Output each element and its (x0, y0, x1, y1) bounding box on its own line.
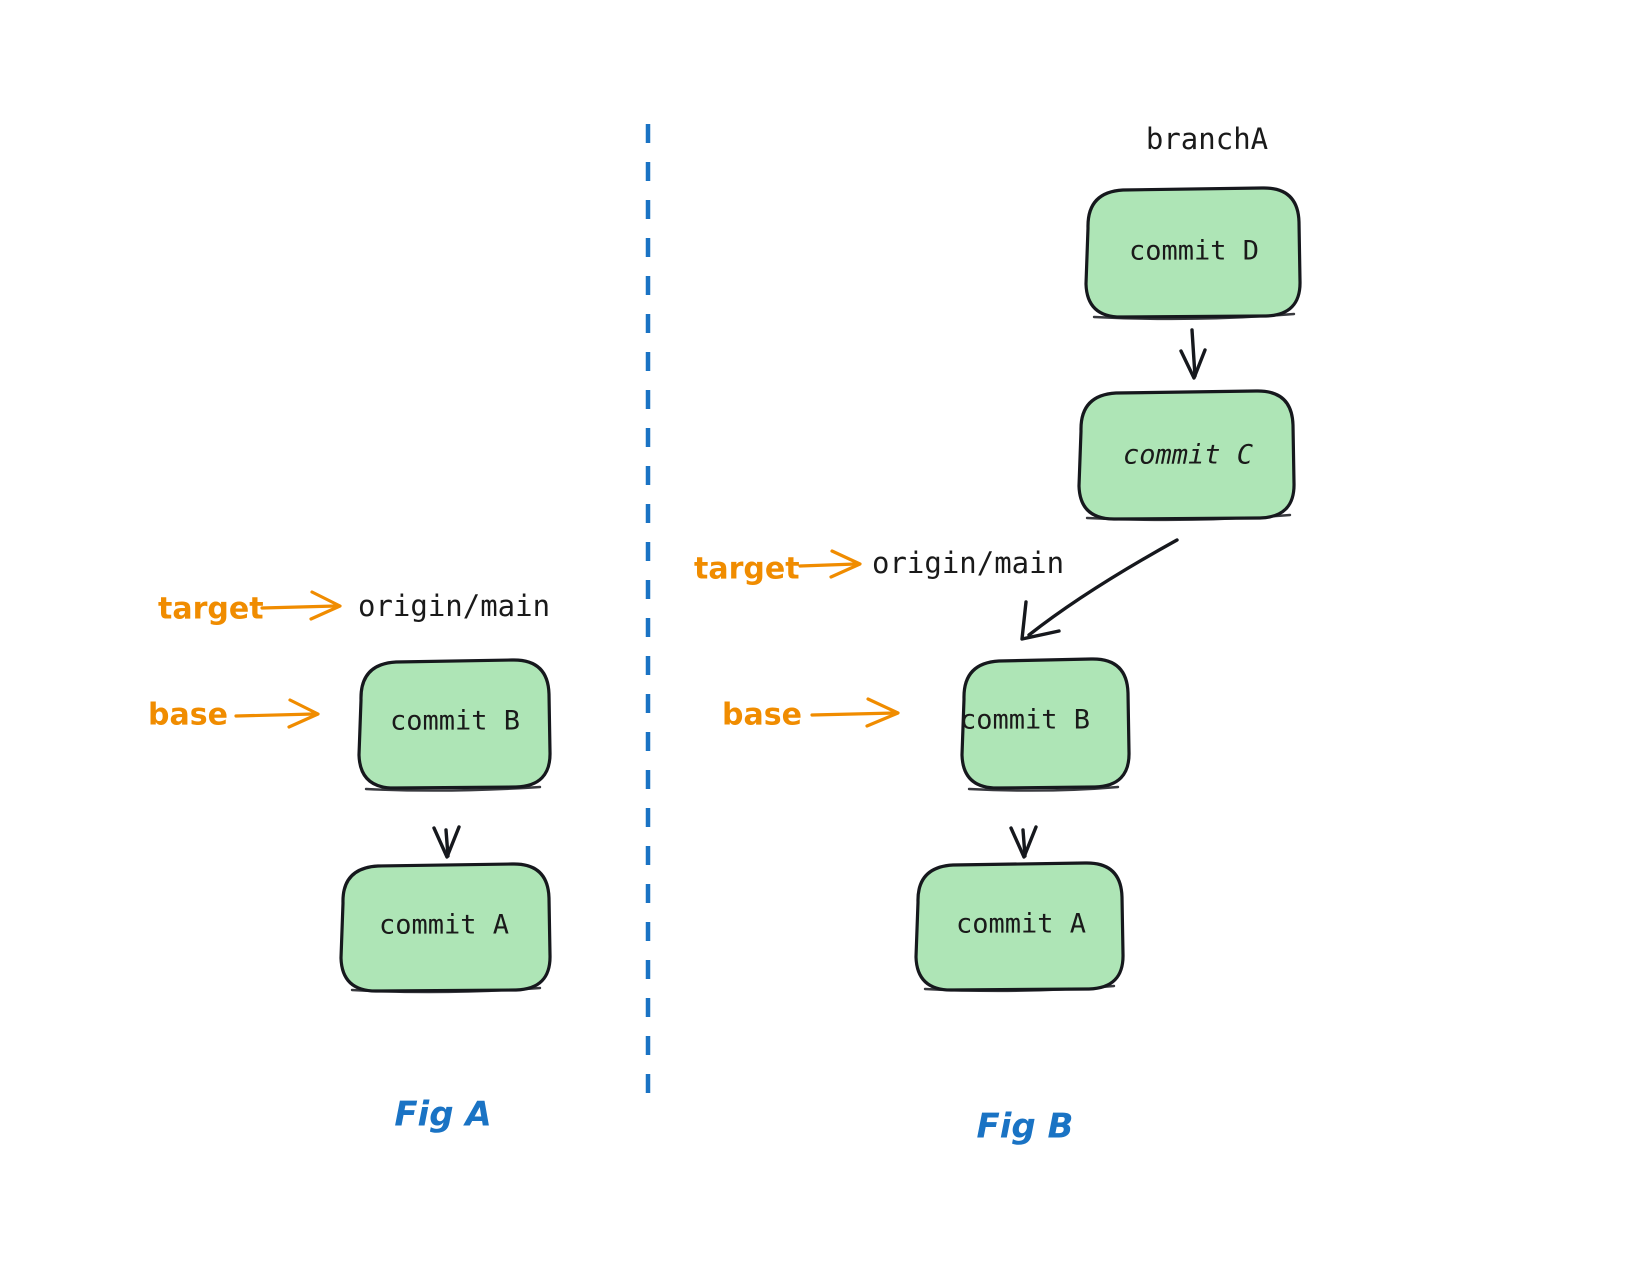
edge-commit-b-to-commit-a-fig-b (1009, 825, 1038, 859)
commit-node-b-fig-b[interactable]: commit B (960, 657, 1131, 792)
annotation-target-label-fig-b: target (694, 552, 800, 587)
annotation-base-label-fig-a: base (148, 698, 228, 733)
edge-commit-d-to-commit-c-fig-b (1179, 328, 1207, 380)
fig-a-panel: target origin/main base commit B (148, 589, 552, 1135)
commit-node-d-label-fig-b: commit D (1129, 236, 1259, 267)
annotation-base-arrow-fig-b (810, 697, 900, 728)
commit-node-d-fig-b[interactable]: commit D (1084, 186, 1302, 321)
ref-origin-main-fig-a: origin/main (358, 589, 550, 623)
annotation-target-arrow-fig-b (798, 549, 862, 579)
annotation-base-label-fig-b: base (722, 698, 802, 733)
ref-origin-main-fig-b: origin/main (872, 546, 1064, 580)
commit-node-a-label-fig-a: commit A (379, 910, 509, 941)
commit-node-a-fig-b[interactable]: commit A (914, 861, 1125, 993)
commit-node-a-label-fig-b: commit A (956, 909, 1086, 940)
annotation-base-arrow-fig-a (234, 698, 320, 729)
commit-node-b-label-fig-a: commit B (390, 706, 520, 737)
ref-branch-a-fig-b: branchA (1146, 122, 1268, 156)
commit-node-a-fig-a[interactable]: commit A (339, 862, 552, 994)
edge-commit-b-to-commit-a-fig-a (432, 825, 461, 859)
figure-caption-a: Fig A (394, 1095, 491, 1135)
annotation-target-arrow-fig-a (260, 590, 342, 621)
figure-caption-b: Fig B (977, 1107, 1074, 1147)
commit-node-c-fig-b[interactable]: commit C (1077, 389, 1296, 522)
commit-node-b-fig-a[interactable]: commit B (357, 658, 552, 792)
commit-node-c-label-fig-b: commit C (1123, 440, 1253, 471)
annotation-target-label-fig-a: target (158, 592, 264, 627)
commit-node-b-label-fig-b: commit B (960, 705, 1090, 736)
edge-commit-c-to-commit-b-fig-b (1020, 538, 1179, 641)
fig-b-panel: branchA commit D commit C (694, 122, 1302, 1147)
